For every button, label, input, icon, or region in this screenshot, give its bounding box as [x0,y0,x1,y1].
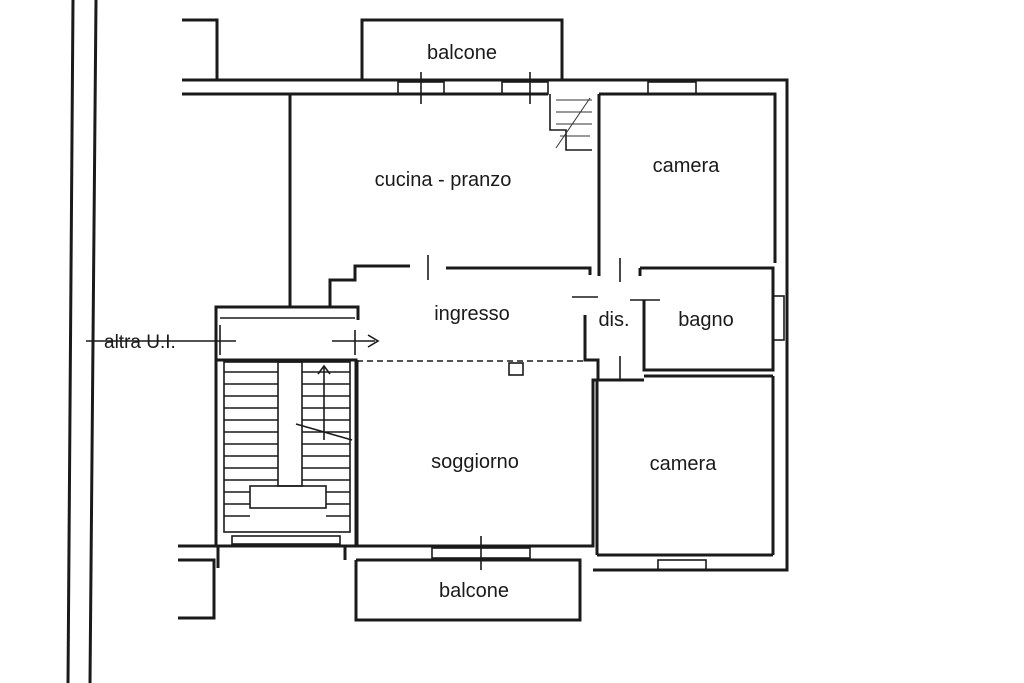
bedroom-bathroom-walls [572,81,785,380]
balcony-top [360,18,564,104]
hallway-walls [355,255,775,571]
bathroom-label: bagno [678,309,734,331]
kitchen-walls [288,94,601,309]
main-staircase [214,358,358,568]
neighbor-walls [178,18,287,620]
neighbor-unit-label: altra U.I. [104,332,176,353]
balcony-bottom-label: balcone [439,580,509,602]
bedroom-bottom-label: camera [650,453,718,475]
kitchen-label: cucina - pranzo [375,169,512,191]
balcony-bottom [354,536,582,622]
hallway-label: dis. [598,309,629,331]
living-room-label: soggiorno [431,451,519,473]
balcony-top-label: balcone [427,42,497,64]
landing-walls [86,305,380,360]
entrance-label: ingresso [434,303,510,325]
service-stair [549,94,592,151]
bedroom-top-label: camera [653,155,721,177]
